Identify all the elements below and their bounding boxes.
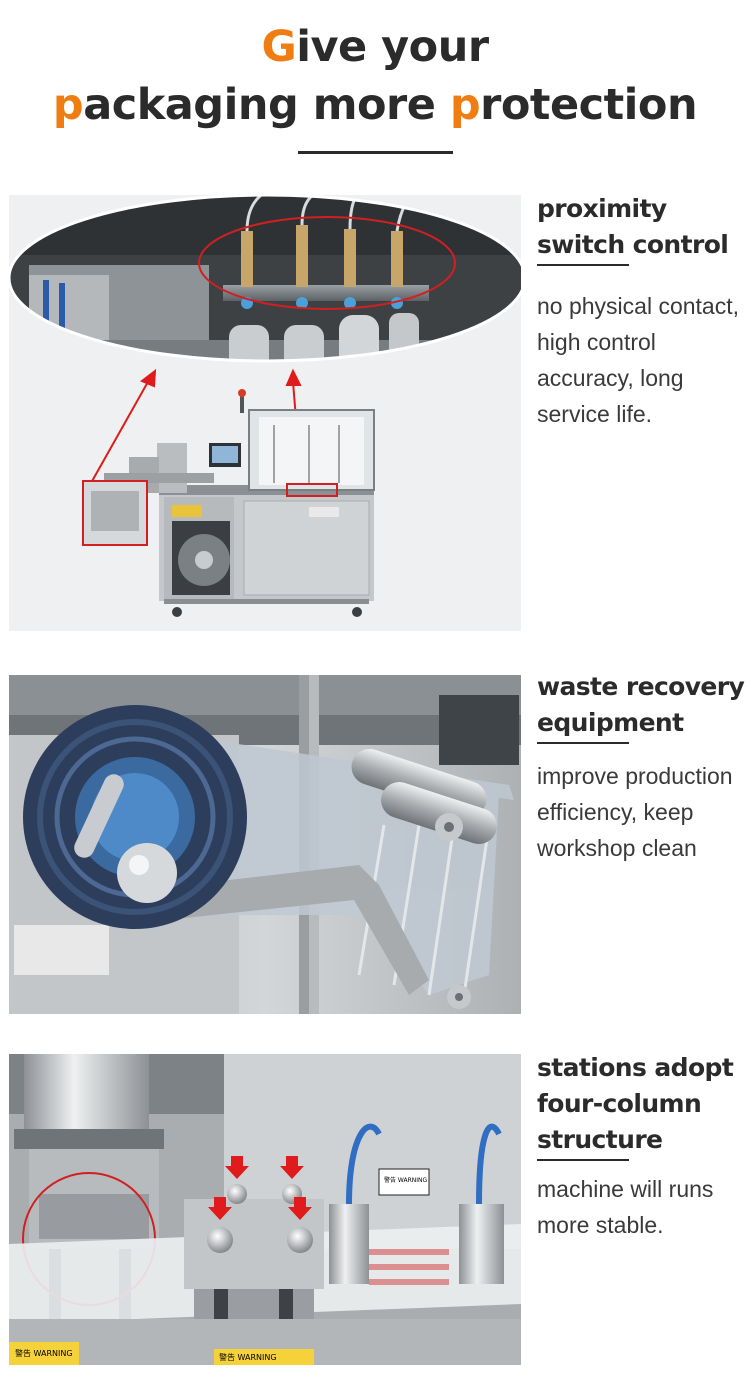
feature-description: improve production efficiency, keep work… xyxy=(537,763,733,861)
feature-waste-recovery: waste recovery equipment improve product… xyxy=(537,669,747,866)
proximity-switch-illustration xyxy=(9,195,521,631)
feature-title-line: structure xyxy=(537,1125,663,1154)
headline-accent-p2: p xyxy=(449,80,481,130)
feature-description: machine will runs more stable. xyxy=(537,1176,714,1238)
feature-divider xyxy=(537,264,629,266)
headline-line1: ive your xyxy=(296,22,489,72)
waste-recovery-illustration xyxy=(9,675,521,1014)
feature-divider xyxy=(537,1159,629,1161)
warning-label: 警告 WARNING xyxy=(15,1348,73,1358)
four-column-illustration: 警告 WARNING 警告 WARNING 警告 WARNING xyxy=(9,1054,521,1365)
feature-four-column: stations adopt four-column structure mac… xyxy=(537,1050,747,1243)
feature-title: proximity switch control xyxy=(537,191,747,263)
headline-line2-rest: rotection xyxy=(480,80,698,130)
headline-accent-g: G xyxy=(261,22,297,72)
headline-line2-mid: ackaging more xyxy=(83,80,450,130)
four-column-photo: 警告 WARNING 警告 WARNING 警告 WARNING xyxy=(9,1054,521,1365)
feature-title: stations adopt four-column structure xyxy=(537,1050,747,1158)
headline-divider xyxy=(298,151,453,154)
feature-divider xyxy=(537,742,629,744)
page-headline: Give your packaging more protection xyxy=(0,18,750,134)
warning-label: 警告 WARNING xyxy=(219,1352,277,1362)
feature-title-line: proximity xyxy=(537,194,667,223)
feature-description: no physical contact, high control accura… xyxy=(537,293,740,427)
feature-title: waste recovery equipment xyxy=(537,669,747,741)
feature-title-line: equipment xyxy=(537,708,684,737)
feature-title-line: stations adopt xyxy=(537,1053,734,1082)
proximity-switch-photo xyxy=(9,195,521,631)
warning-label: 警告 WARNING xyxy=(384,1176,428,1184)
feature-title-line: four-column xyxy=(537,1089,702,1118)
headline-accent-p1: p xyxy=(52,80,84,130)
feature-proximity-switch: proximity switch control no physical con… xyxy=(537,191,747,432)
waste-recovery-photo xyxy=(9,675,521,1014)
feature-title-line: switch control xyxy=(537,230,729,259)
feature-title-line: waste recovery xyxy=(537,672,745,701)
